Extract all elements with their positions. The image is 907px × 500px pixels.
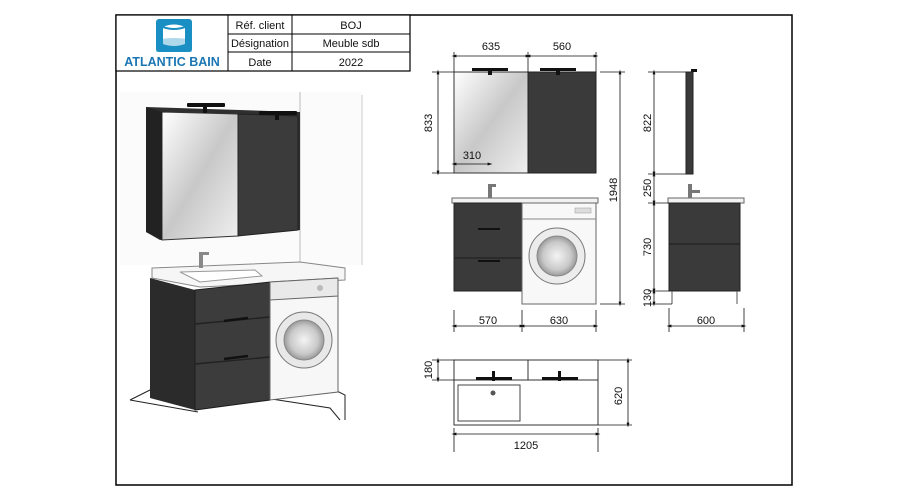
perspective-view [120,92,363,421]
dim-vanity-right-width: 630 [550,315,568,327]
front-elevation: 635 560 833 310 1948 570 630 [423,41,625,332]
title-block: ATLANTIC BAIN Réf. client BOJ Désignatio… [115,14,411,72]
top-view: 180 620 1205 [423,357,632,452]
vanity-cabinet-3d [150,278,271,411]
dim-vanity-depth: 620 [613,387,625,405]
dim-mirror-sub-width: 310 [463,150,481,162]
dim-cabinet-depth: 180 [423,361,435,379]
drawing-frame [115,14,793,486]
dim-mirror-right-width: 560 [553,41,571,53]
dim-gap-height: 250 [642,179,654,197]
brand-name: ATLANTIC BAIN [124,55,220,69]
dim-total-width: 1205 [514,440,538,452]
dim-vanity-height: 730 [642,238,654,256]
designation-value: Meuble sdb [323,38,380,50]
ref-client-value: BOJ [340,20,361,32]
dim-depth: 600 [697,315,715,327]
date-value: 2022 [339,57,363,69]
dim-vanity-left-width: 570 [479,315,497,327]
date-label: Date [248,57,271,69]
side-elevation: 822 250 730 130 600 [642,69,747,332]
ref-client-label: Réf. client [236,20,285,32]
dim-mirror-left-width: 635 [482,41,500,53]
atlantic-bain-logo-icon [156,19,192,52]
dim-foot-height: 130 [642,289,654,307]
mirror-cabinet-3d [146,103,300,241]
dim-mirror-height: 833 [423,114,435,132]
washing-machine-3d [269,277,339,401]
dim-total-height: 1948 [608,178,620,202]
dim-cabinet-height: 822 [642,114,654,132]
designation-label: Désignation [231,38,289,50]
